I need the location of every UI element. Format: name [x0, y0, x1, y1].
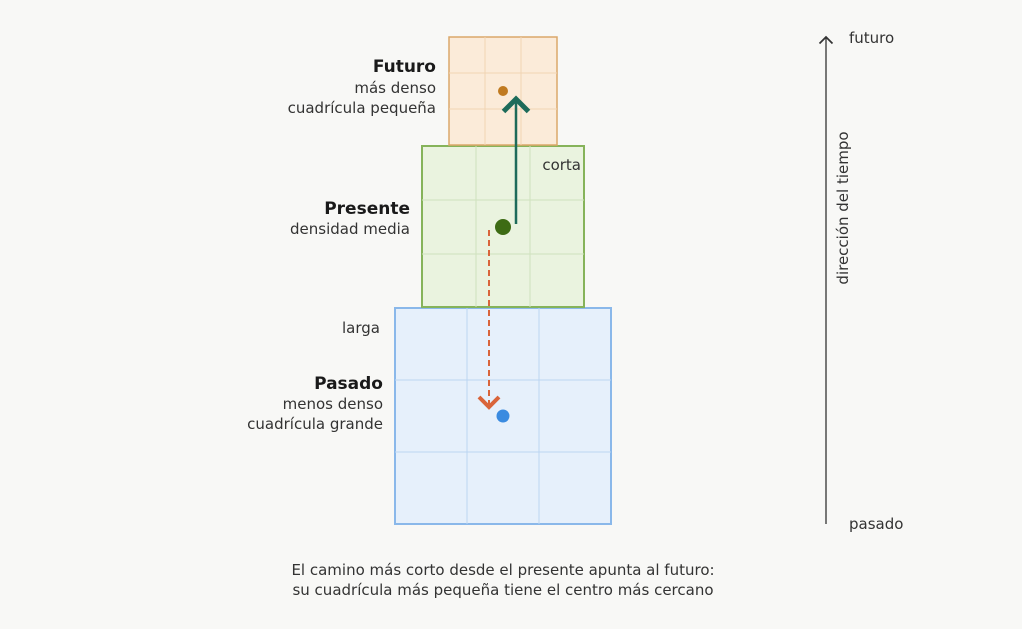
past-desc-2: cuadrícula grande — [247, 415, 383, 433]
present-desc-1: densidad media — [290, 220, 410, 238]
present-title: Presente — [324, 199, 410, 219]
caption-line-1: El camino más corto desde el presente ap… — [291, 561, 714, 579]
present-center-dot — [495, 219, 511, 235]
past-center-dot — [496, 409, 510, 423]
long-path-label: larga — [342, 319, 380, 337]
future-title: Futuro — [373, 57, 436, 77]
axis-label: dirección del tiempo — [834, 131, 852, 284]
future-desc-2: cuadrícula pequeña — [288, 99, 436, 117]
future-center-dot — [498, 86, 508, 96]
short-path-label: corta — [542, 156, 581, 174]
past-title: Pasado — [314, 374, 383, 394]
axis-top-label: futuro — [849, 29, 894, 47]
axis-bottom-label: pasado — [849, 515, 903, 533]
past-desc-1: menos denso — [283, 395, 383, 413]
future-desc-1: más denso — [354, 79, 436, 97]
caption-line-2: su cuadrícula más pequeña tiene el centr… — [292, 581, 713, 599]
